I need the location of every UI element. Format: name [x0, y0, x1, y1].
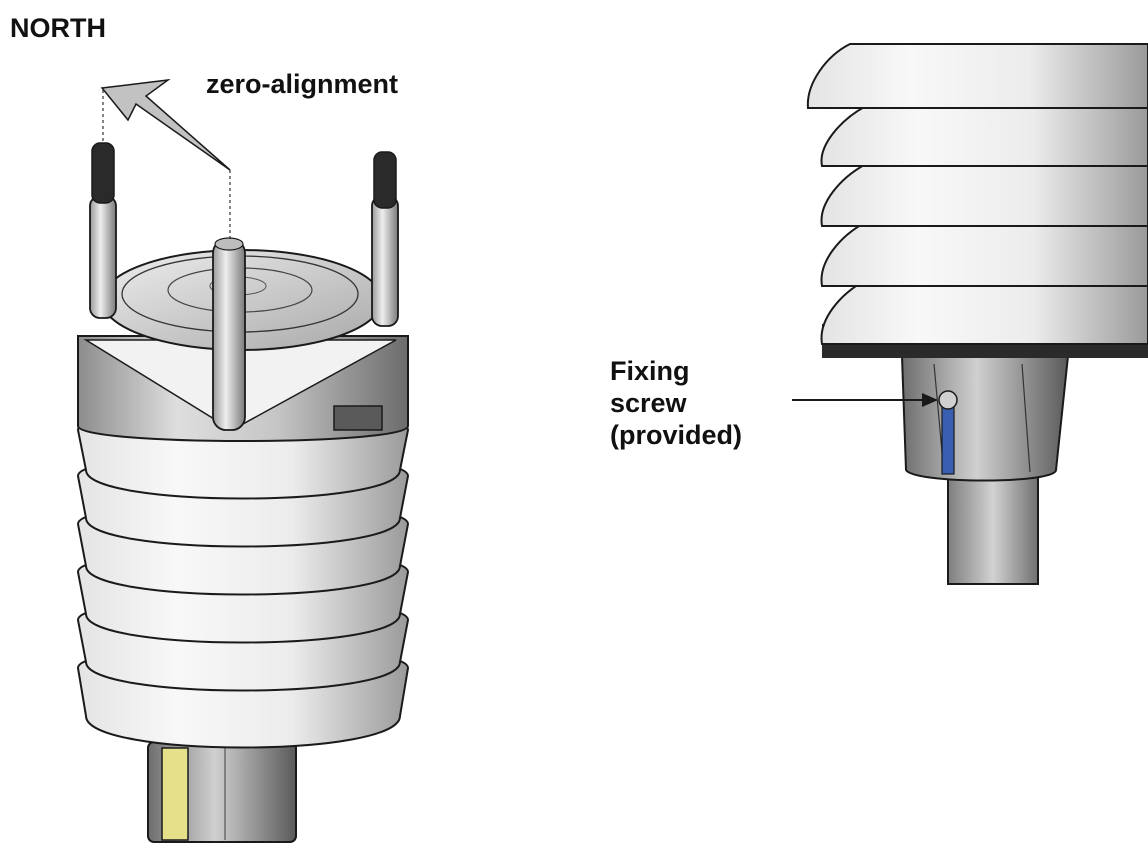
transducer-rods [89, 142, 399, 431]
sensor-base [147, 741, 297, 843]
left-sensor [76, 78, 410, 843]
right-sensor [792, 43, 1148, 585]
mounting-pole [947, 467, 1039, 585]
fixing-screw-label-line: screw [610, 388, 687, 418]
fixing-screw-label: Fixing screw (provided) [610, 355, 742, 451]
fixing-screw-label-line: Fixing [610, 356, 690, 386]
radiation-shield [76, 408, 410, 749]
north-arrow-icon [100, 78, 231, 240]
fixing-screw-icon [938, 390, 958, 475]
yellow-strip [161, 747, 189, 841]
north-label: NORTH [10, 13, 106, 43]
fixing-screw-arrow-icon [792, 393, 938, 407]
radiation-shield-right [806, 43, 1148, 358]
label-plate [333, 405, 383, 431]
fixing-screw-label-line: (provided) [610, 420, 742, 450]
zero-alignment-label: zero-alignment [206, 69, 399, 99]
mounting-collar [900, 355, 1070, 482]
